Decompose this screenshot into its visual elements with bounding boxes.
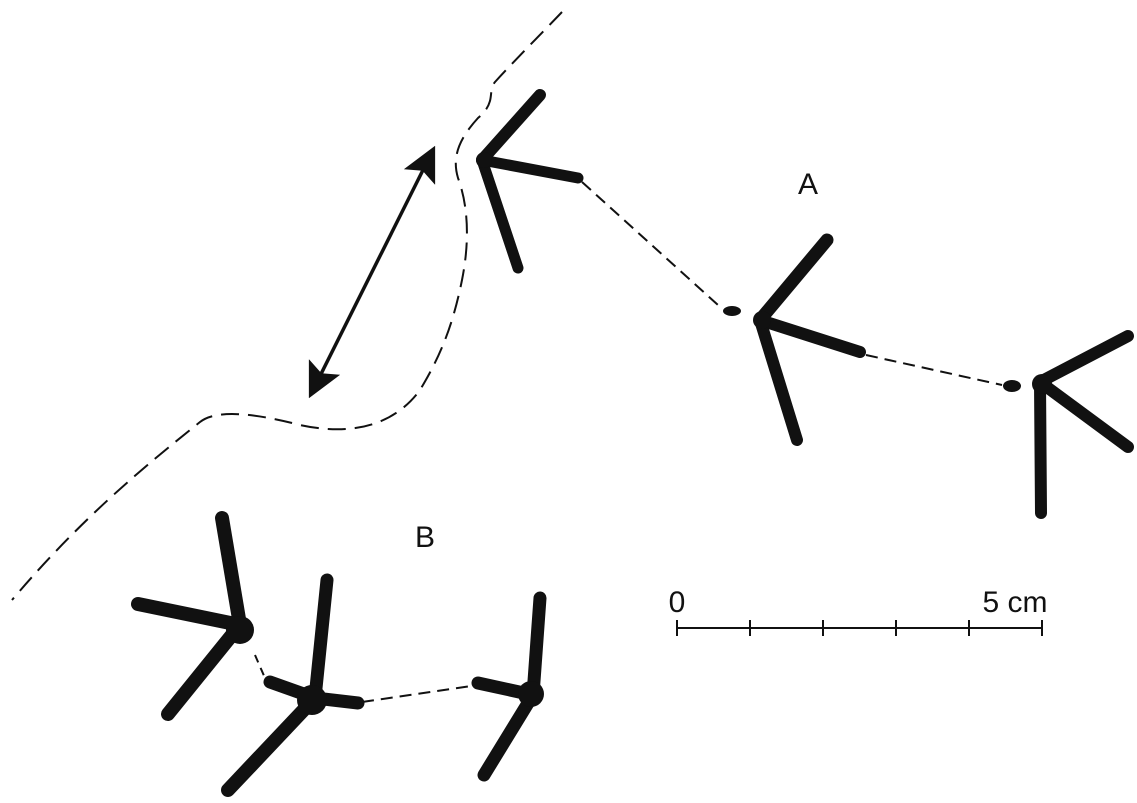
footprint-a1 — [476, 89, 584, 274]
footprint-a2 — [723, 233, 866, 446]
trackway-b-label: B — [415, 521, 435, 554]
scale-end-label: 5 cm — [982, 586, 1047, 619]
boundary-dashed-line — [11, 11, 563, 601]
footprint-b3 — [471, 591, 547, 782]
trackway-a-connector — [581, 181, 719, 306]
trackway-a-connector — [865, 354, 1003, 386]
trackway-b-connector — [361, 684, 479, 703]
footprint-b1 — [131, 511, 254, 721]
trackway-a-label: A — [798, 168, 818, 201]
scale-bar — [676, 620, 1043, 636]
scale-start-label: 0 — [669, 586, 686, 619]
trackway-b-connector — [254, 654, 269, 686]
footprint-a3 — [1003, 330, 1134, 519]
double-arrow — [308, 145, 436, 399]
footprint-b2 — [221, 573, 365, 797]
